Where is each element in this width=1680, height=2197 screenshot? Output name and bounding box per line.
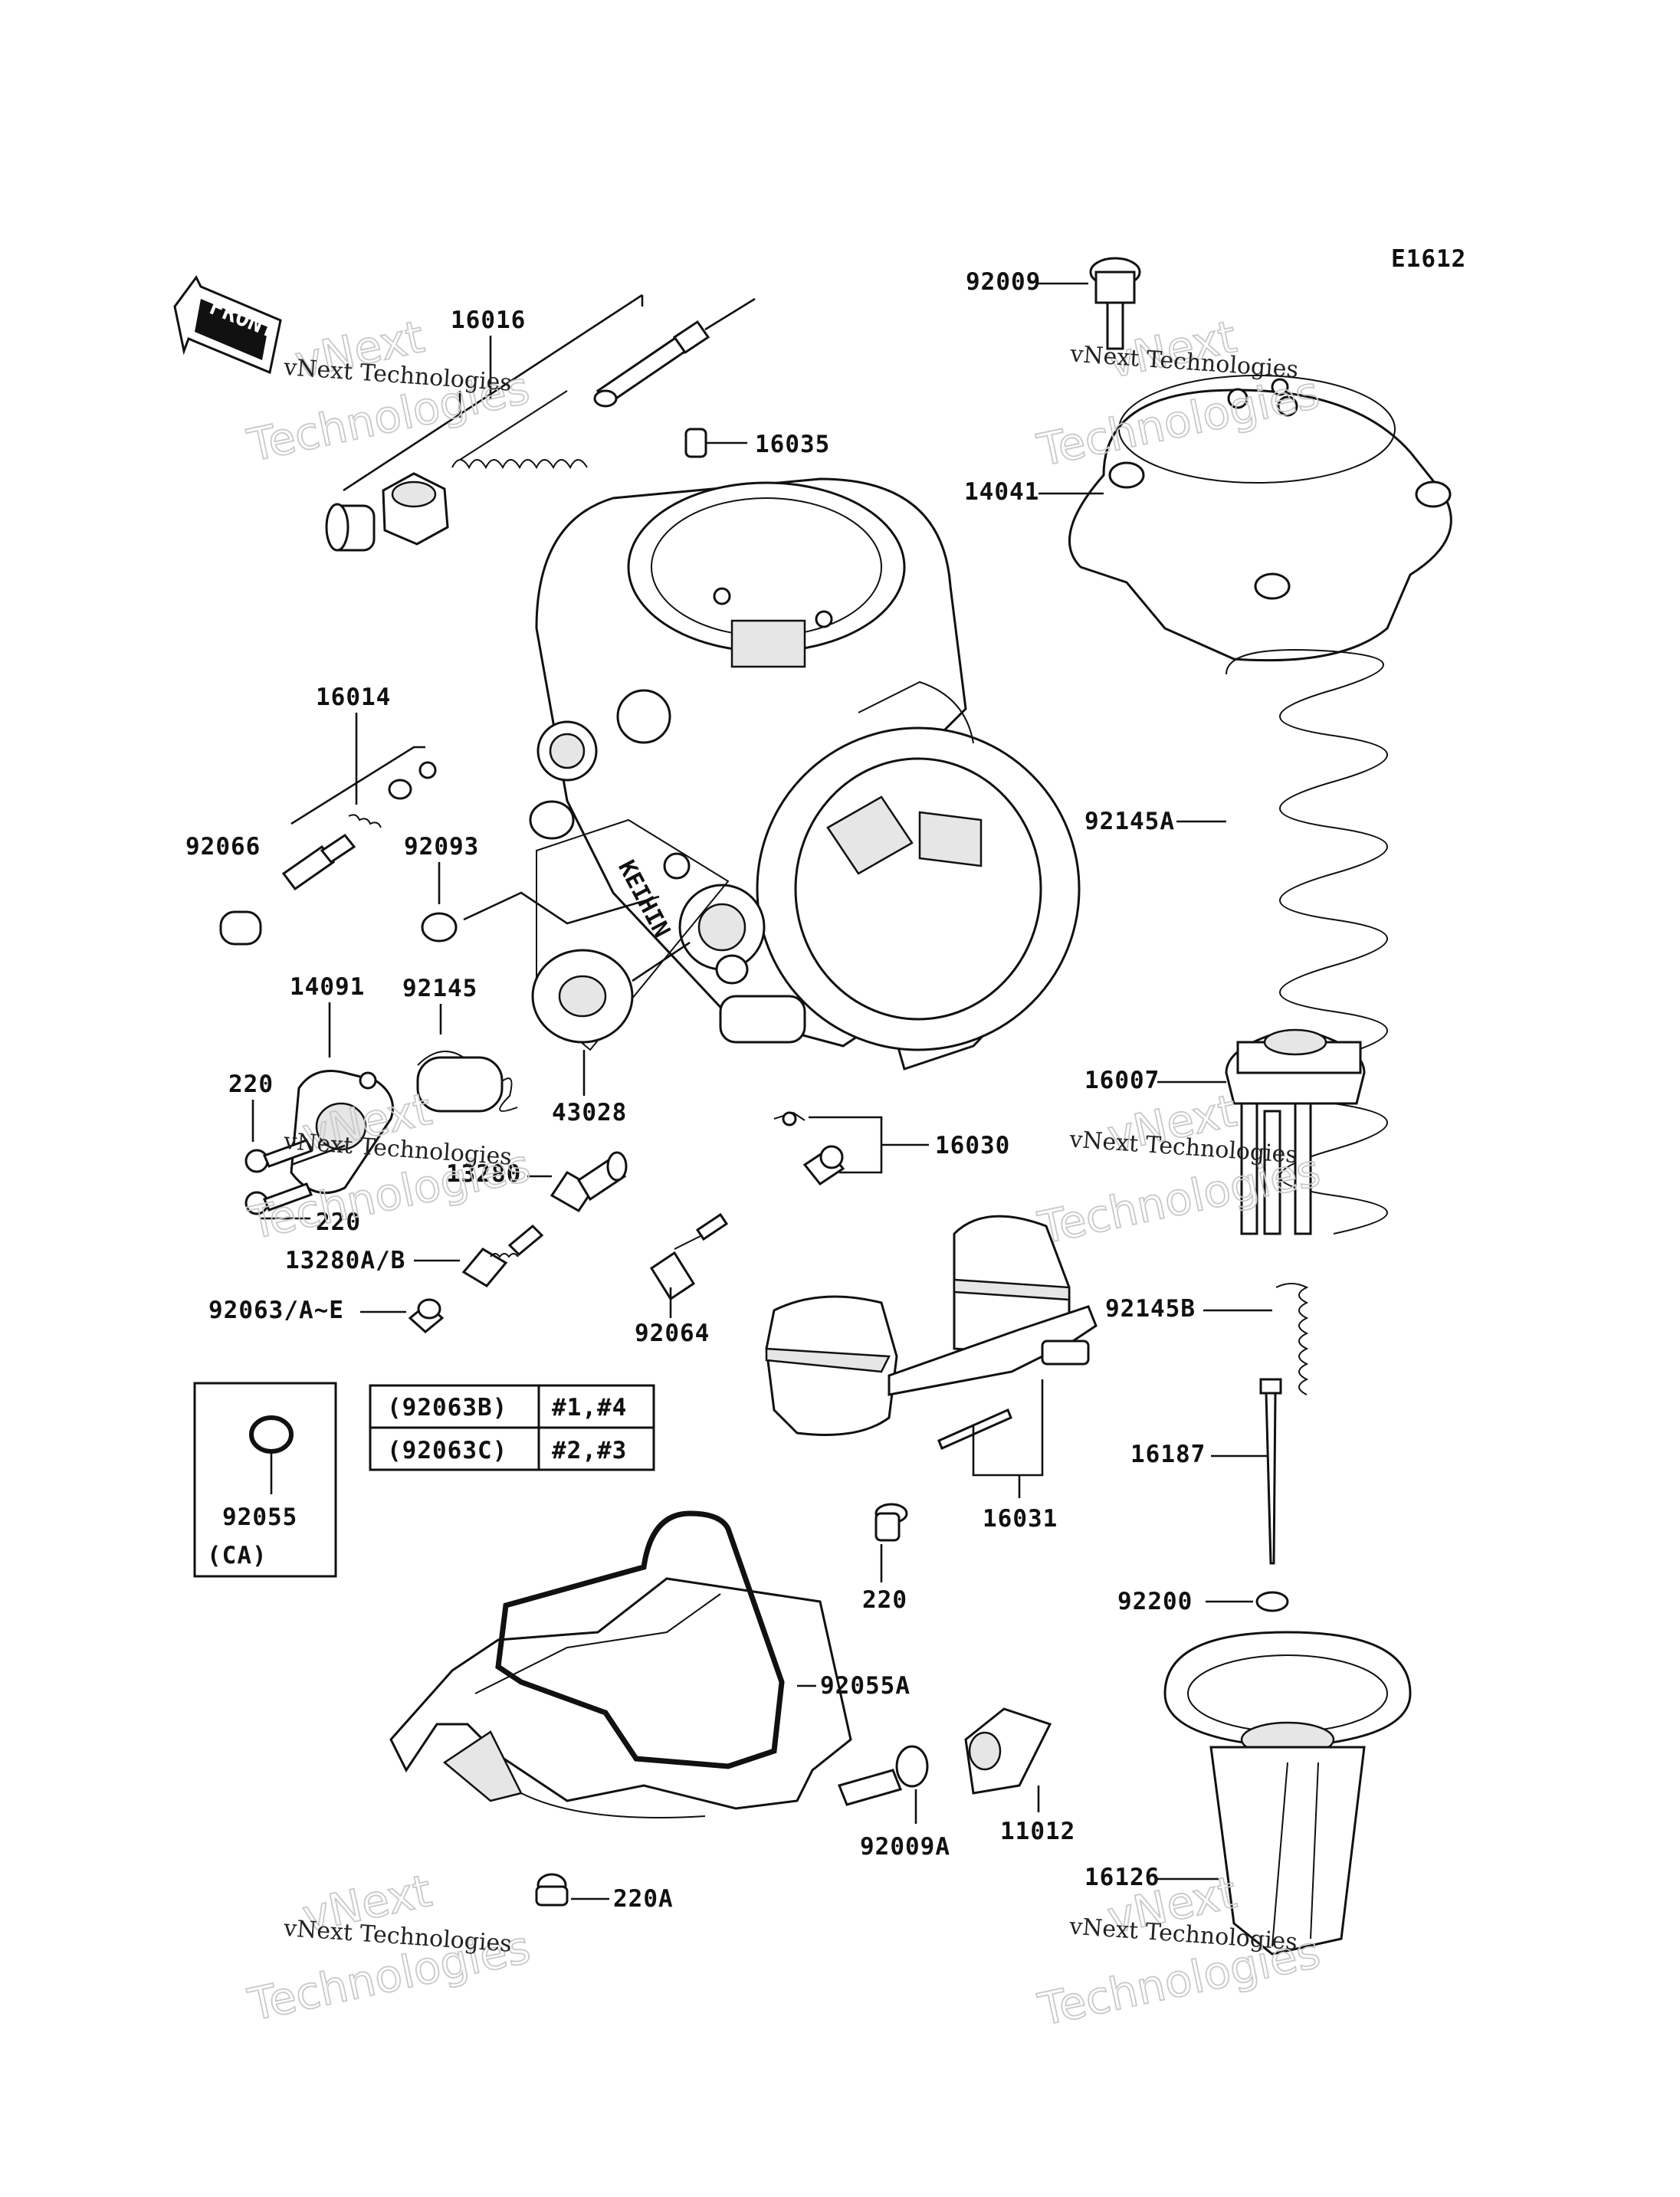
jet-table-row-2-part: (92063C) [387, 1437, 507, 1464]
jet-table-row-1-cyl: #1,#4 [552, 1394, 627, 1421]
part-label-92009: 92009 [966, 268, 1041, 296]
choke-plunger-assembly [325, 293, 756, 552]
jet-needle-16187 [1259, 1378, 1282, 1565]
diaphragm-43028 [531, 949, 634, 1044]
part-label-43028: 43028 [552, 1099, 627, 1126]
diaphragm-slide-16126 [1163, 1631, 1412, 1956]
needle-jet-92064 [649, 1212, 729, 1301]
float-bowl [389, 1577, 852, 1818]
o-ring-92093 [421, 912, 458, 943]
part-label-92200: 92200 [1117, 1588, 1193, 1615]
part-label-92063: 92063/A~E [208, 1297, 344, 1324]
part-label-16016: 16016 [451, 307, 526, 334]
float-valve-16030 [773, 1111, 845, 1186]
part-label-92145A: 92145A [1084, 808, 1175, 835]
part-label-220-lower: 220 [316, 1208, 361, 1236]
part-label-92145: 92145 [402, 975, 477, 1002]
screw-220-upper [244, 1139, 313, 1173]
part-label-16030: 16030 [935, 1132, 1010, 1159]
front-arrow-icon: FRONT [173, 275, 282, 375]
cap-92066 [219, 910, 262, 946]
part-label-16035: 16035 [755, 431, 830, 458]
needle-holder-16007 [1225, 1028, 1366, 1235]
screw-92009A [837, 1745, 929, 1806]
top-cover-14041 [1068, 375, 1452, 662]
float-16031 [765, 1215, 1098, 1451]
part-label-220-float: 220 [862, 1586, 907, 1614]
pilot-screw-13280 [550, 1151, 628, 1212]
watermark-bottom-left: vNext Technologies vNext Technologies [243, 1864, 535, 2032]
main-jet-92063 [408, 1298, 445, 1333]
gasket-92055A [495, 1510, 785, 1769]
watermark-top-left: vNext Technologies vNext Technologies [242, 310, 534, 473]
part-label-92009A: 92009A [860, 1833, 950, 1861]
part-label-92055-ca: (CA) [207, 1542, 267, 1569]
screw-16014 [281, 761, 437, 891]
part-label-14091: 14091 [290, 973, 365, 1001]
screw-220-lower [244, 1182, 313, 1215]
diagram-code: E1612 [1391, 245, 1466, 273]
part-label-92145B: 92145B [1105, 1295, 1196, 1323]
part-label-11012: 11012 [1000, 1818, 1075, 1845]
part-label-16007: 16007 [1084, 1067, 1160, 1094]
jet-table-row-2-cyl: #2,#3 [552, 1437, 627, 1464]
jet-13280AB [461, 1224, 544, 1287]
cap-11012 [964, 1707, 1052, 1795]
cover-14091 [290, 1070, 394, 1195]
jet-table-row-1-part: (92063B) [387, 1394, 507, 1421]
part-label-92055: 92055 [222, 1503, 297, 1531]
screw-220-float [874, 1503, 908, 1542]
screw-220A [535, 1873, 569, 1907]
part-label-16014: 16014 [316, 684, 391, 711]
jet-table: (92063B) #1,#4 (92063C) #2,#3 [369, 1384, 655, 1471]
part-label-92093: 92093 [404, 833, 479, 861]
spring-92145B [1275, 1283, 1309, 1395]
part-label-13280: 13280 [446, 1160, 521, 1188]
part-label-16187: 16187 [1130, 1441, 1206, 1468]
part-label-13280AB: 13280A/B [285, 1247, 405, 1274]
spring-92145A [1226, 649, 1388, 1235]
part-label-92066: 92066 [185, 833, 261, 861]
washer-92200 [1255, 1591, 1289, 1612]
part-label-14041: 14041 [964, 478, 1039, 506]
carburetor-body: KEIHIN [529, 477, 1081, 1071]
part-label-220-top: 220 [228, 1071, 274, 1098]
screw-92009 [1089, 257, 1141, 350]
o-ring-92055 [249, 1415, 294, 1454]
o-ring-box: 92055 (CA) [193, 1382, 337, 1578]
part-label-220A: 220A [613, 1885, 674, 1913]
part-label-16126: 16126 [1084, 1864, 1160, 1891]
part-label-16031: 16031 [983, 1505, 1058, 1533]
part-label-92055A: 92055A [820, 1672, 911, 1700]
part-label-92064: 92064 [635, 1320, 710, 1347]
